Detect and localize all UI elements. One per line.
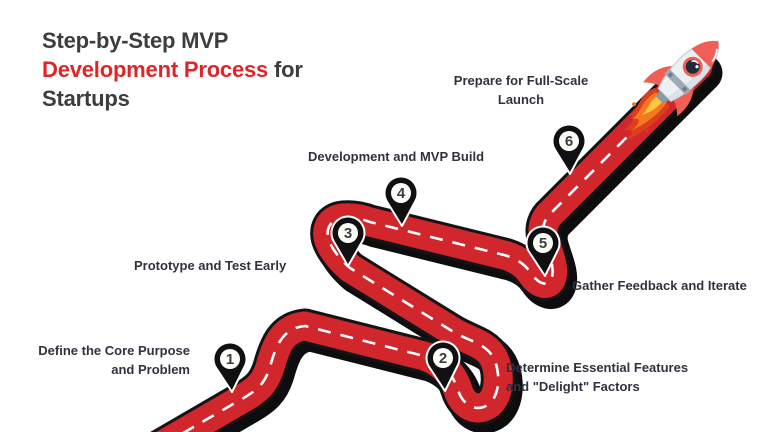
step-6-line-1: Prepare for Full-Scale: [453, 73, 589, 88]
flame-icon: [623, 87, 671, 142]
pin-number-4: 4: [397, 185, 406, 202]
step-2-line-1: Determine Essential Features: [506, 360, 689, 375]
step-5-line-1: Gather Feedback and Iterate: [572, 278, 747, 293]
step-3-line-1: Prototype and Test Early: [134, 258, 287, 273]
title-accent: Development Process: [42, 57, 269, 82]
step-1-line-2: and Problem: [111, 362, 190, 377]
step-label-6: Prepare for Full-Scale Launch: [446, 71, 596, 109]
rocket-nozzle: [655, 90, 670, 104]
step-label-4: Development and MVP Build: [308, 147, 484, 166]
pin-number-2: 2: [439, 350, 447, 367]
title-line-2: Development Process for: [42, 55, 322, 84]
rocket-icon: [623, 40, 719, 142]
pin-number-1: 1: [226, 351, 234, 368]
step-label-1: Define the Core Purpose and Problem: [38, 341, 190, 379]
map-pin-icon-1: 1: [212, 341, 248, 393]
step-1-line-1: Define the Core Purpose: [38, 343, 190, 358]
rocket-body-shade: [666, 47, 719, 102]
pin-number-3: 3: [344, 225, 352, 242]
step-6-line-2: Launch: [497, 92, 545, 107]
pin-number-6: 6: [565, 133, 573, 150]
step-2-line-2: and "Delight" Factors: [506, 379, 640, 394]
title-line-3: Startups: [42, 86, 130, 111]
page-title: Step-by-Step MVP Development Process for…: [42, 26, 322, 113]
map-pin-icon-2: 2: [425, 340, 461, 392]
map-pin-icon-4: 4: [383, 175, 419, 227]
step-pins: 1 2 3 4 5: [212, 123, 587, 393]
road-surface: [156, 51, 713, 432]
map-pin-icon-3: 3: [330, 215, 366, 267]
title-line-2-rest: for: [268, 57, 303, 82]
step-label-2: Determine Essential Features and "Deligh…: [506, 358, 688, 396]
title-line-1: Step-by-Step MVP: [42, 28, 229, 53]
pin-number-5: 5: [539, 235, 547, 252]
step-4-line-1: Development and MVP Build: [308, 149, 485, 164]
step-label-3: Prototype and Test Early: [134, 256, 286, 275]
map-pin-icon-6: 6: [551, 123, 587, 175]
rocket-window: [682, 56, 703, 77]
step-label-5: Gather Feedback and Iterate: [572, 276, 747, 295]
map-pin-icon-5: 5: [525, 225, 561, 277]
